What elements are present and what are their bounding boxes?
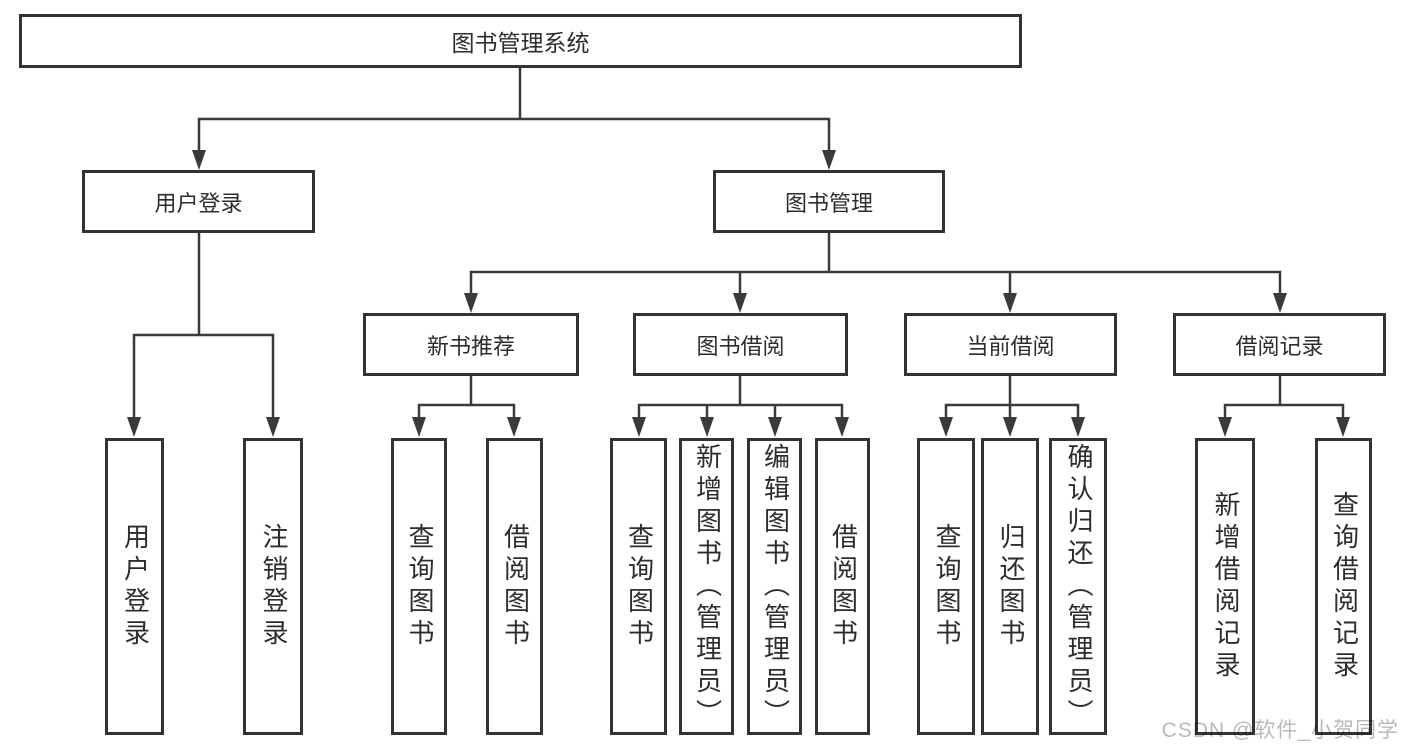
connector-line: [132, 333, 275, 419]
node-label: 查询借阅记录: [1329, 490, 1360, 683]
node-leaf-cb-confirm-return: 确认归还（管理员）: [1049, 438, 1107, 735]
connector-line: [944, 403, 1080, 421]
arrowhead-down-icon: [127, 417, 141, 437]
node-leaf-br-query-record: 查询借阅记录: [1315, 438, 1372, 735]
node-label: 查询图书: [624, 522, 655, 651]
node-label: 用户登录: [154, 190, 243, 216]
arrowhead-down-icon: [1218, 417, 1232, 437]
connector-line: [1223, 403, 1345, 421]
arrowhead-down-icon: [507, 417, 521, 437]
node-label: 借阅记录: [1235, 333, 1324, 359]
node-leaf-cb-return-book: 归还图书: [981, 438, 1039, 735]
arrowhead-down-icon: [1336, 417, 1350, 437]
node-borrow-record: 借阅记录: [1173, 313, 1386, 376]
connector-line: [197, 117, 831, 152]
node-leaf-bb-add-book: 新增图书（管理员）: [679, 438, 734, 735]
arrowhead-down-icon: [1003, 417, 1017, 437]
node-user-login-branch: 用户登录: [82, 170, 315, 233]
node-leaf-bb-query-book: 查询图书: [610, 438, 667, 735]
node-label: 新增借阅记录: [1210, 490, 1241, 683]
node-leaf-cb-query-book: 查询图书: [917, 438, 975, 735]
arrowhead-down-icon: [939, 417, 953, 437]
arrowhead-down-icon: [700, 417, 714, 437]
node-label: 新增图书（管理员）: [692, 442, 723, 731]
connector-line: [637, 403, 844, 421]
arrowhead-down-icon: [632, 417, 646, 437]
node-leaf-bb-edit-book: 编辑图书（管理员）: [747, 438, 802, 735]
node-book-borrow: 图书借阅: [633, 313, 848, 376]
node-label: 确认归还（管理员）: [1063, 442, 1094, 731]
node-label: 借阅图书: [500, 522, 531, 651]
arrowhead-down-icon: [768, 417, 782, 437]
arrowhead-down-icon: [1003, 293, 1017, 313]
node-book-mgmt-branch: 图书管理: [713, 170, 945, 233]
arrowhead-down-icon: [266, 417, 280, 437]
node-root-system: 图书管理系统: [19, 14, 1022, 68]
node-label: 图书管理: [784, 190, 873, 216]
node-label: 查询图书: [931, 522, 962, 651]
node-label: 新书推荐: [426, 333, 515, 359]
arrowhead-down-icon: [1071, 417, 1085, 437]
node-label: 图书借阅: [696, 333, 785, 359]
node-current-borrow: 当前借阅: [904, 313, 1117, 376]
node-label: 借阅图书: [828, 522, 859, 651]
node-label: 用户登录: [120, 522, 151, 651]
node-leaf-br-add-record: 新增借阅记录: [1195, 438, 1255, 735]
arrowhead-down-icon: [412, 417, 426, 437]
node-leaf-rec-borrow-book: 借阅图书: [486, 438, 543, 735]
node-label: 注销登录: [258, 522, 289, 651]
arrowhead-down-icon: [464, 293, 478, 313]
node-leaf-logout: 注销登录: [243, 438, 303, 735]
node-label: 编辑图书（管理员）: [760, 442, 791, 731]
node-leaf-rec-query-book: 查询图书: [391, 438, 447, 735]
arrowhead-down-icon: [835, 417, 849, 437]
arrowhead-down-icon: [822, 150, 836, 170]
node-label: 归还图书: [995, 522, 1026, 651]
node-new-book-recommend: 新书推荐: [363, 313, 579, 376]
node-leaf-user-login: 用户登录: [105, 438, 164, 735]
connector-line: [417, 403, 516, 421]
node-label: 图书管理系统: [451, 30, 590, 56]
arrowhead-down-icon: [1273, 293, 1287, 313]
connector-line: [469, 270, 1282, 295]
arrowhead-down-icon: [192, 150, 206, 170]
node-leaf-bb-borrow-book: 借阅图书: [815, 438, 870, 735]
node-label: 查询图书: [404, 522, 435, 651]
arrowhead-down-icon: [733, 293, 747, 313]
csdn-watermark: CSDN @软件_小贺同学: [1161, 719, 1399, 742]
node-label: 当前借阅: [966, 333, 1055, 359]
